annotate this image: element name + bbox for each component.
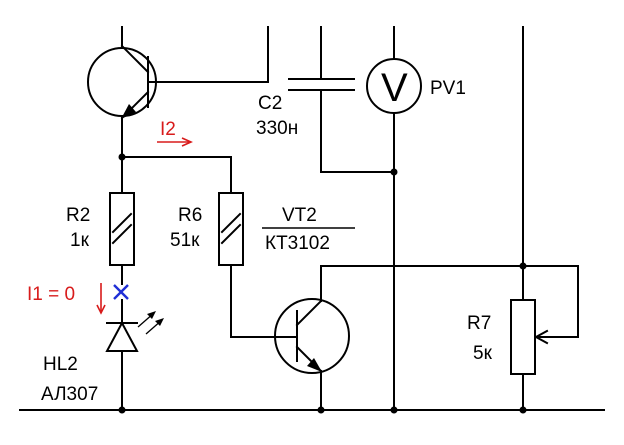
current-i2-arrow bbox=[157, 137, 193, 147]
transistor-top-emitter-arrow bbox=[121, 104, 136, 119]
vt2-part: КТ3102 bbox=[265, 233, 330, 254]
r7-ref: R7 bbox=[467, 313, 491, 334]
junction-dot bbox=[519, 406, 527, 414]
junction-dot bbox=[317, 406, 325, 414]
resistor-r6 bbox=[218, 192, 244, 266]
transistor-vt2-collector bbox=[295, 299, 323, 327]
current-i1-label: I1 = 0 bbox=[27, 284, 75, 305]
transistor-top bbox=[87, 26, 269, 120]
current-i1-arrow bbox=[96, 283, 106, 315]
transistor-top-collector bbox=[120, 44, 150, 74]
r7-wiper-arrow bbox=[533, 329, 549, 345]
junction-dot bbox=[390, 168, 398, 176]
led-light-arrows bbox=[137, 311, 164, 335]
junction-dot bbox=[519, 262, 527, 270]
current-i2-label: I2 bbox=[160, 119, 176, 140]
r6-ref: R6 bbox=[178, 205, 202, 226]
c2-value: 330н bbox=[256, 118, 298, 139]
hl2-ref: HL2 bbox=[43, 354, 78, 375]
resistor-r2 bbox=[109, 192, 135, 266]
voltmeter-pv1-symbol: V bbox=[381, 66, 408, 110]
pv1-ref: PV1 bbox=[430, 78, 466, 99]
r6-value: 51к bbox=[170, 230, 200, 251]
vt2-ref: VT2 bbox=[282, 205, 317, 226]
led-triangle bbox=[105, 320, 139, 352]
transistor-vt2-body bbox=[274, 298, 350, 374]
junction-dot bbox=[390, 406, 398, 414]
transistor-vt2 bbox=[274, 298, 350, 374]
transistor-top-body bbox=[87, 47, 157, 117]
junction-dot bbox=[118, 406, 126, 414]
transistor-vt2-emitter-arrow bbox=[307, 358, 322, 372]
potentiometer-r7 bbox=[510, 265, 579, 375]
r2-value: 1к bbox=[70, 230, 90, 251]
r7-value: 5к bbox=[473, 343, 493, 364]
c2-ref: C2 bbox=[258, 93, 282, 114]
hl2-part: АЛ307 bbox=[41, 384, 98, 405]
led-hl2 bbox=[105, 311, 164, 411]
cross-mark bbox=[113, 284, 129, 300]
r2-ref: R2 bbox=[66, 205, 90, 226]
